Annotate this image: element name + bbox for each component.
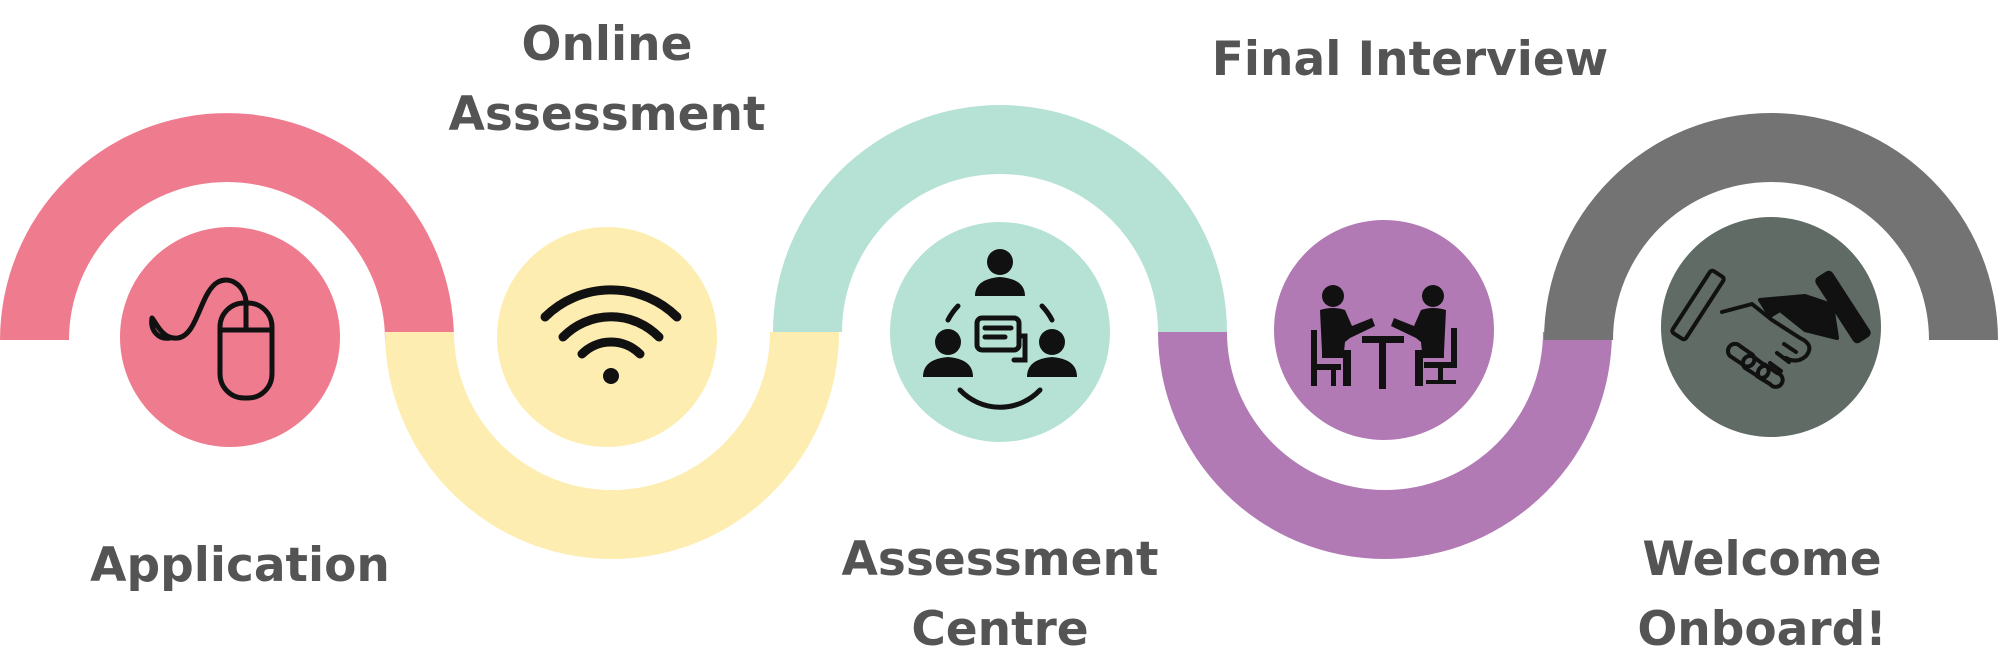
arc-application bbox=[0, 113, 454, 341]
arc-welcome-onboard bbox=[1544, 113, 1998, 340]
step-label-assessment-centre: Assessment Centre bbox=[841, 532, 1159, 657]
step-circle-assessment-centre bbox=[890, 222, 1110, 442]
step-label-application: Application bbox=[90, 538, 390, 593]
arc-final-interview bbox=[1158, 332, 1612, 559]
step-circle-online-assessment bbox=[497, 227, 717, 447]
group-discussion-icon bbox=[923, 249, 1077, 410]
step-label-final-interview: Final Interview bbox=[1211, 32, 1609, 87]
wifi-icon bbox=[540, 285, 682, 384]
step-circle-application bbox=[120, 227, 340, 447]
arc-online-assessment bbox=[385, 332, 839, 559]
step-label-online-assessment: Online Assessment bbox=[448, 17, 766, 142]
arc-assessment-centre bbox=[773, 105, 1227, 332]
step-label-welcome-onboard: Welcome Onboard! bbox=[1637, 532, 1887, 657]
computer-mouse-icon bbox=[149, 277, 275, 401]
interview-table-icon bbox=[1311, 285, 1457, 389]
step-circle-final-interview bbox=[1274, 220, 1494, 440]
handshake-icon bbox=[1670, 268, 1871, 389]
